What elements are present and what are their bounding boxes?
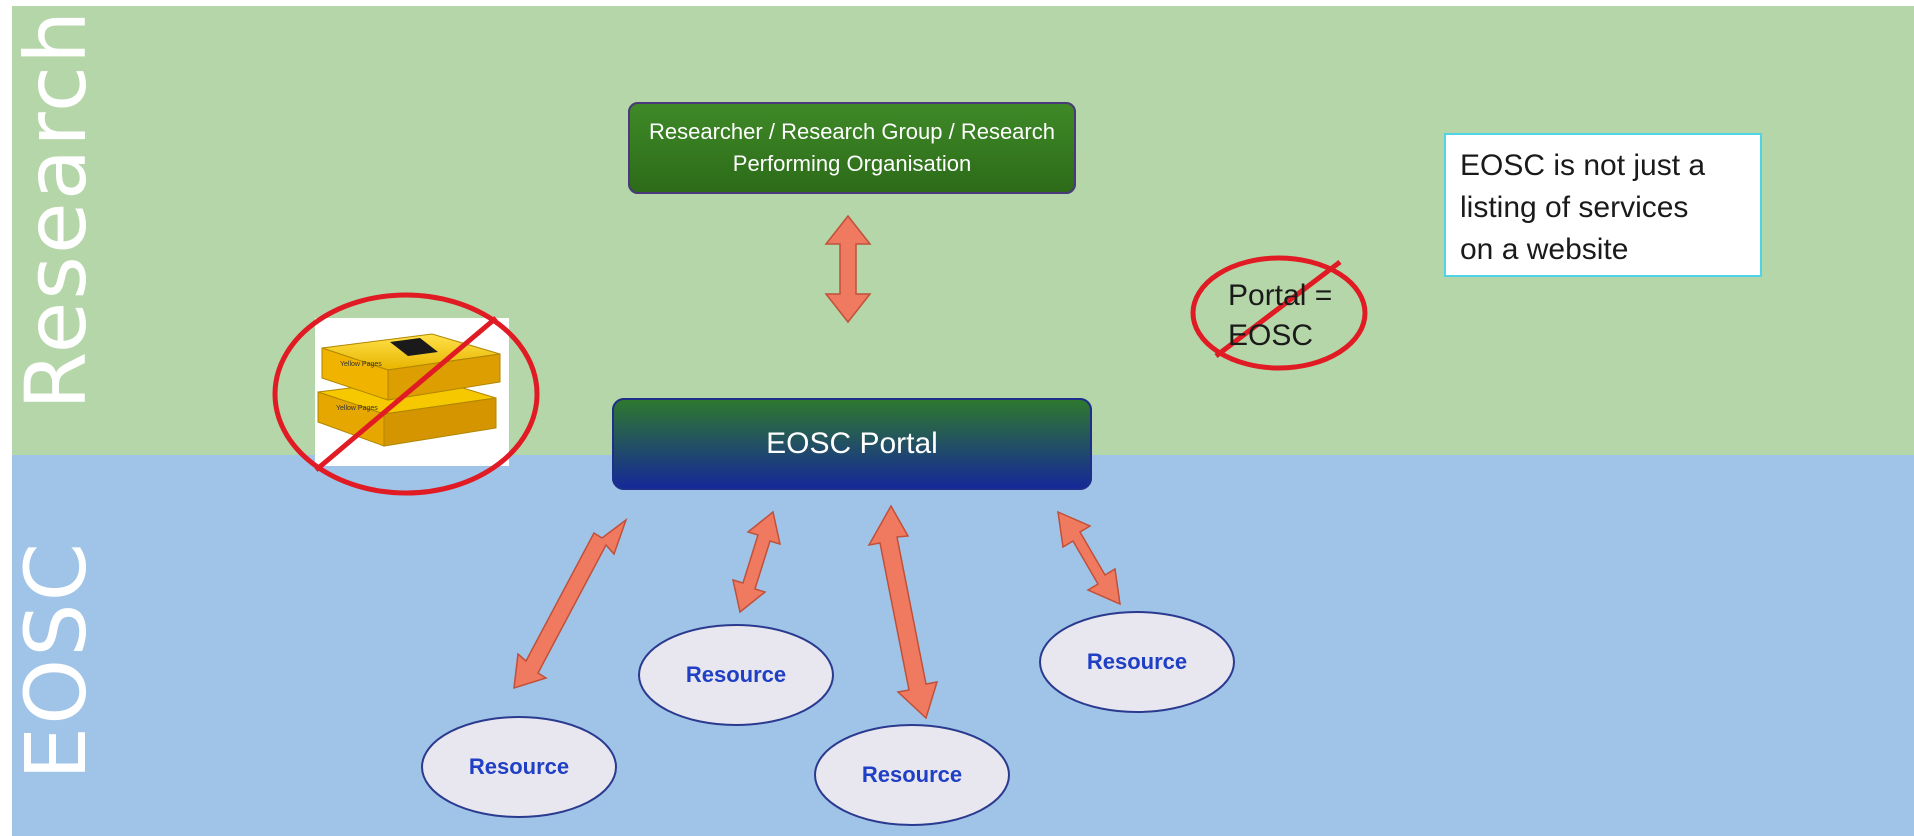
resource-label-4: Resource [1086, 649, 1188, 674]
resource-ellipse-1 [421, 716, 617, 818]
resource-label-2: Resource [685, 662, 787, 687]
arrow-portal-resource-3 [867, 504, 939, 720]
note-line-3: on a website [1460, 233, 1629, 266]
note-box: EOSC is not just a listing of services o… [1444, 133, 1762, 277]
researcher-box: Researcher / Research Group / Research P… [628, 102, 1076, 194]
prohibition-books-icon [272, 292, 540, 496]
note-line-1: EOSC is not just a [1460, 149, 1706, 182]
portal-equals-eosc-text: Portal = EOSC [1228, 276, 1332, 356]
resource-ellipse-4 [1039, 611, 1235, 713]
svg-text:Yellow Pages: Yellow Pages [336, 405, 378, 412]
resource-label-1: Resource [468, 754, 570, 779]
arrow-portal-resource-1 [513, 517, 628, 690]
prohibition-portal-eosc-icon [1190, 255, 1368, 371]
note-line-2: listing of services [1460, 191, 1689, 224]
struck-line-2: EOSC [1228, 319, 1314, 352]
struck-line-1: Portal = [1228, 279, 1333, 312]
arrow-portal-resource-2 [731, 510, 782, 614]
eosc-portal-label: EOSC Portal [766, 427, 938, 460]
researcher-box-label: Researcher / Research Group / Research P… [649, 119, 1055, 176]
resource-label-3: Resource [861, 762, 963, 787]
svg-text:Yellow Pages: Yellow Pages [340, 361, 382, 368]
arrow-portal-resource-4 [1057, 510, 1121, 606]
resource-ellipse-2 [638, 624, 834, 726]
eosc-portal-box: EOSC Portal [612, 398, 1092, 490]
portal-box-bg [612, 398, 1092, 490]
researcher-box-bg [628, 102, 1076, 194]
resource-ellipse-3 [814, 724, 1010, 826]
arrow-researcher-portal [824, 214, 872, 324]
